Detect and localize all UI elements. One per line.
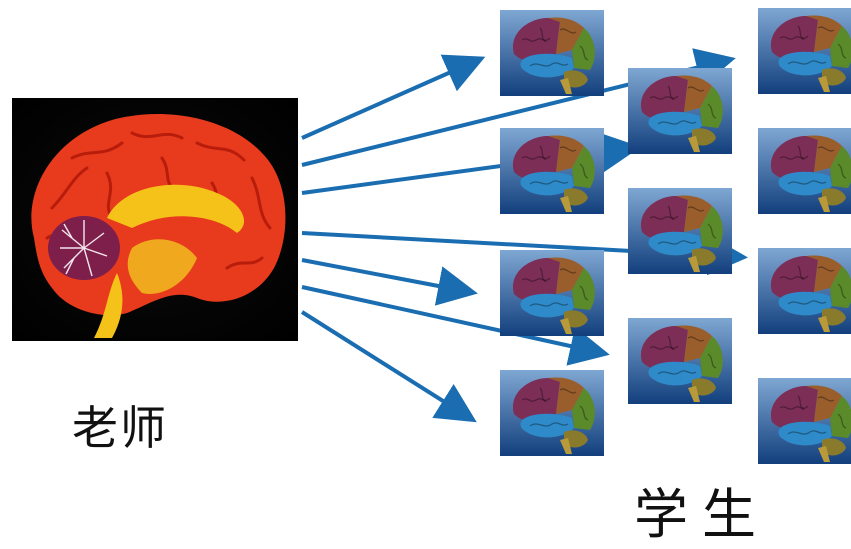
student-brain-image xyxy=(758,378,851,464)
student-brain-image xyxy=(758,128,851,214)
student-brain-image xyxy=(628,68,732,154)
student-brain-image xyxy=(500,370,604,456)
student-brain-image xyxy=(628,188,732,274)
arrow-7 xyxy=(302,312,470,418)
student-brain-image xyxy=(500,250,604,336)
student-brain-image xyxy=(628,318,732,404)
student-brain-image xyxy=(758,248,851,334)
student-brain-image xyxy=(758,8,851,94)
student-brain-image xyxy=(500,10,604,96)
student-brain-image xyxy=(500,128,604,214)
teacher-label: 老师 xyxy=(72,392,168,458)
students-label: 学生 xyxy=(634,470,770,549)
arrow-5 xyxy=(302,260,470,292)
